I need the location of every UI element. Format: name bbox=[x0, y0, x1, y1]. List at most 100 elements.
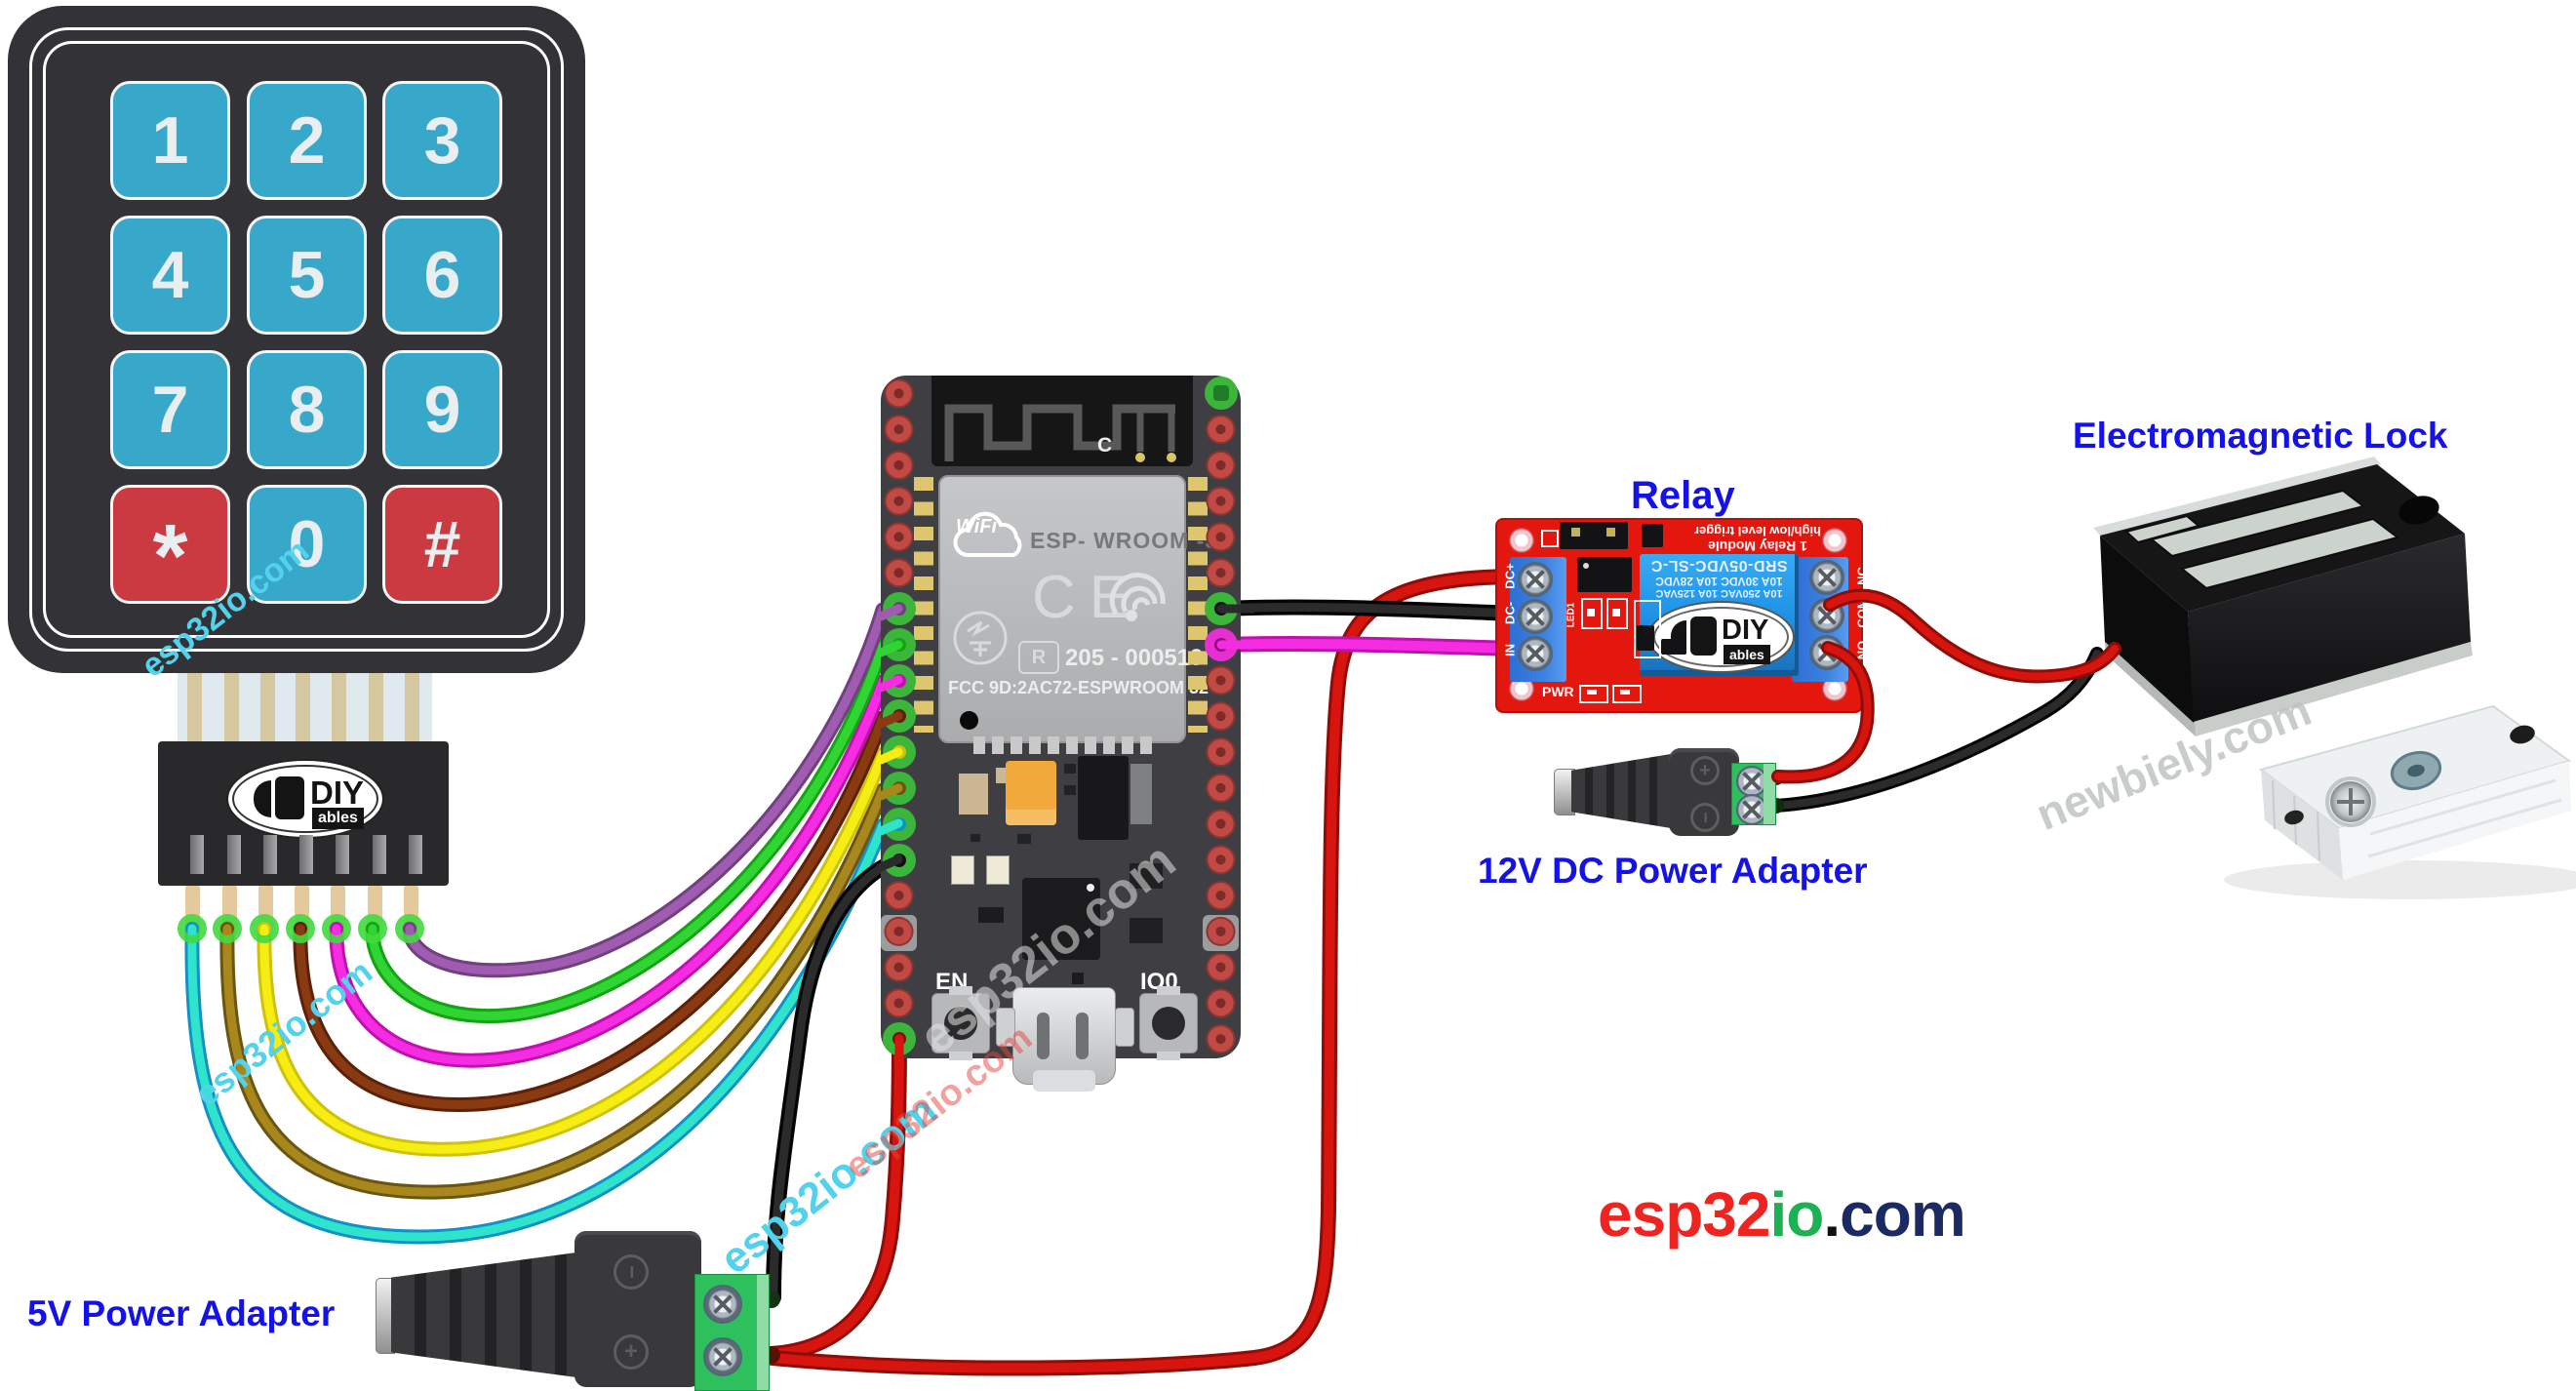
power-wires bbox=[763, 569, 2104, 1376]
diyables-keypad-connector: DIY ables bbox=[158, 741, 449, 886]
jack-body: + − bbox=[1669, 748, 1739, 836]
label-12v-adapter: 12V DC Power Adapter bbox=[1478, 851, 1868, 891]
stub-green bbox=[876, 640, 903, 657]
connector-slot bbox=[299, 835, 313, 874]
usb-lip bbox=[1033, 1070, 1095, 1092]
capacitor bbox=[1006, 761, 1056, 825]
ribbon-conductor bbox=[187, 673, 202, 743]
terminal-screw bbox=[703, 1337, 742, 1376]
transistor bbox=[1661, 639, 1686, 655]
header-pin-block bbox=[1642, 524, 1663, 547]
relay-module: 1 Relay Module high/low level trigger DC… bbox=[1495, 518, 1870, 713]
ribbon-conductor bbox=[260, 673, 275, 743]
smd-component bbox=[1129, 863, 1163, 889]
fcc-id: FCC 9D:2AC72-ESPWROOM 32 bbox=[948, 678, 1209, 697]
ribbon-conductor bbox=[296, 673, 310, 743]
key-6: 6 bbox=[382, 216, 502, 335]
usb-uart-chip bbox=[1022, 878, 1100, 960]
logo-ables-text: ables bbox=[312, 808, 364, 829]
voltage-regulator bbox=[1078, 756, 1129, 840]
antenna-trace-icon bbox=[944, 404, 1176, 462]
silkscreen-box bbox=[1581, 598, 1603, 629]
connector-slot bbox=[263, 835, 277, 874]
connector-slot bbox=[373, 835, 386, 874]
en-button bbox=[931, 986, 990, 1060]
ribbon-conductor bbox=[405, 673, 419, 743]
trigger-jumper bbox=[1560, 522, 1628, 549]
label-electromagnetic-lock: Electromagnetic Lock bbox=[2073, 416, 2448, 456]
castellated-pads-left bbox=[914, 477, 933, 733]
pin1-dot bbox=[960, 711, 978, 730]
terminal-screw bbox=[1518, 562, 1553, 597]
r-certification-mark: R bbox=[1018, 641, 1059, 674]
screw-terminal-5v bbox=[694, 1274, 770, 1391]
led bbox=[951, 855, 974, 885]
stub-yellow bbox=[876, 747, 903, 765]
screw-terminal-12v bbox=[1731, 763, 1776, 825]
ic-dot bbox=[1583, 563, 1589, 569]
key-star: * bbox=[110, 485, 230, 606]
stub-brown bbox=[876, 711, 903, 729]
esp32io-site-logo: esp32io.com bbox=[1598, 1178, 1966, 1251]
key-1: 1 bbox=[110, 81, 230, 200]
jack-body: − + bbox=[575, 1231, 701, 1387]
wifi-logo-text: WiFi bbox=[956, 516, 998, 537]
logo-diy-text: DIY bbox=[310, 775, 365, 811]
chip-dot bbox=[1087, 884, 1094, 892]
connector-slot bbox=[336, 835, 349, 874]
wifi-antenna: C bbox=[931, 376, 1193, 466]
logo-blob-icon bbox=[275, 776, 304, 819]
component bbox=[1637, 625, 1654, 651]
mounting-hole bbox=[1509, 528, 1534, 553]
usb-wing bbox=[1115, 1008, 1134, 1047]
pwr-label: PWR bbox=[1542, 684, 1574, 699]
plus-symbol-icon: + bbox=[614, 1334, 649, 1370]
plus-symbol-icon: + bbox=[1690, 756, 1720, 785]
dc-power-adapter-5v: − + bbox=[376, 1231, 770, 1391]
ribbon-conductor bbox=[369, 673, 383, 743]
button-tab bbox=[1157, 986, 1180, 995]
smd-component bbox=[1017, 834, 1031, 844]
relay-cube: 10A 250VAC 10A 125VAC 10A 30VDC 10A 28VD… bbox=[1640, 554, 1799, 676]
io0-button bbox=[1139, 986, 1198, 1060]
data-wires bbox=[184, 602, 891, 1245]
wifi-cloud-icon bbox=[953, 511, 1022, 557]
stub-black bbox=[876, 854, 903, 872]
key-8: 8 bbox=[247, 350, 367, 469]
micro-usb-port bbox=[996, 987, 1134, 1092]
stub-purple bbox=[876, 604, 903, 621]
smd-component bbox=[978, 907, 1004, 923]
esp32-devkit-board: C WiFi ESP- WROOM -32 CE R 205 - 000519 bbox=[881, 376, 1241, 1092]
usb-slot bbox=[1037, 1013, 1050, 1059]
relay-output-wires bbox=[1771, 588, 2121, 784]
key-0: 0 bbox=[247, 485, 367, 604]
button-tab bbox=[1157, 1052, 1180, 1060]
smd-component bbox=[971, 834, 980, 842]
smd-component bbox=[1064, 785, 1076, 795]
optocoupler-ic bbox=[1577, 557, 1632, 592]
dc-power-adapter-12v: + − bbox=[1554, 746, 1778, 839]
logo-io: io bbox=[1769, 1179, 1824, 1250]
key-9: 9 bbox=[382, 350, 502, 469]
stub-cyan bbox=[876, 818, 903, 836]
smd-component bbox=[959, 774, 988, 815]
silkscreen-box bbox=[1579, 685, 1608, 703]
key-4: 4 bbox=[110, 216, 230, 335]
silkscreen-box bbox=[1612, 685, 1642, 703]
plug-strain-relief bbox=[391, 1252, 576, 1377]
castellated-pads-bottom bbox=[973, 736, 1159, 754]
smd-component bbox=[1072, 973, 1084, 984]
pin-right-3v3 bbox=[1204, 377, 1238, 410]
pin-header-right bbox=[1203, 376, 1239, 1058]
silkscreen-box bbox=[1541, 530, 1559, 547]
logo-esp32: esp32 bbox=[1598, 1179, 1770, 1250]
certification-number: 205 - 000519 bbox=[1065, 645, 1204, 671]
logo-dot: . bbox=[1823, 1179, 1841, 1250]
wire-glow-rings bbox=[178, 914, 424, 943]
terminal-screw bbox=[1518, 599, 1553, 634]
stub-olive bbox=[876, 783, 903, 801]
ribbon-conductor bbox=[332, 673, 346, 743]
